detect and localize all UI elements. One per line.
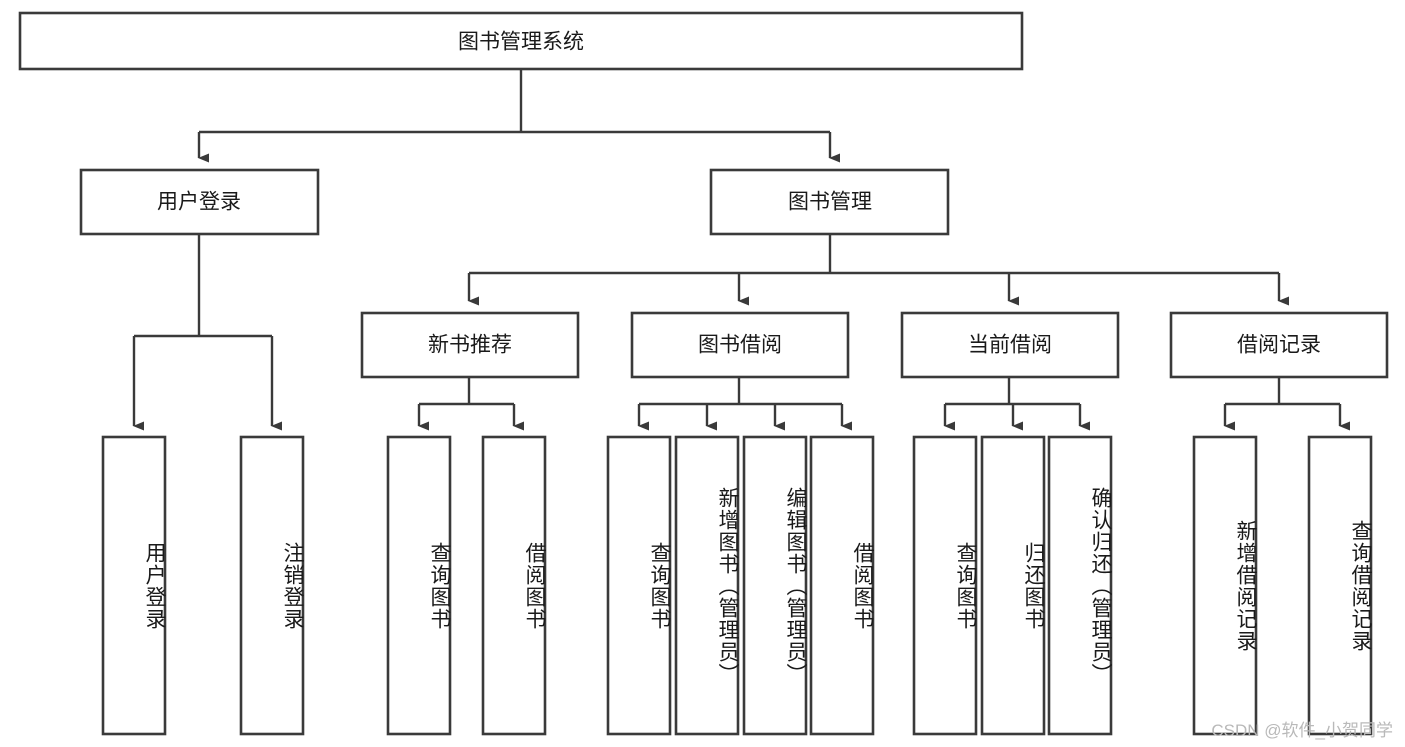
node-leaf-book-borrow-3-box[interactable] — [809, 435, 875, 736]
node-leaf-user-login-0-box[interactable] — [101, 435, 167, 736]
node-leaf-borrow-record-0-box[interactable] — [1192, 435, 1258, 736]
node-leaf-borrow-record-1-box[interactable] — [1307, 435, 1373, 736]
node-leaf-user-login-1-box[interactable] — [239, 435, 305, 736]
node-book-borrow-label: 图书借阅 — [698, 334, 782, 357]
node-leaf-new-book-0-box[interactable] — [386, 435, 452, 736]
node-current-borrow-label: 当前借阅 — [968, 334, 1052, 357]
node-borrow-record-label: 借阅记录 — [1237, 334, 1321, 357]
node-new-book-recommend-label: 新书推荐 — [428, 334, 512, 357]
watermark-text: CSDN @软件_小贺同学 — [1211, 721, 1393, 740]
node-root-box[interactable] — [18, 11, 1024, 71]
connector-group — [132, 69, 1350, 431]
node-leaf-book-borrow-0-box[interactable] — [606, 435, 672, 736]
node-leaf-new-book-1-box[interactable] — [481, 435, 547, 736]
node-book-borrow-box[interactable] — [630, 311, 850, 379]
node-new-book-recommend-box[interactable] — [360, 311, 580, 379]
node-leaf-book-borrow-2-box[interactable] — [742, 435, 808, 736]
node-root-label: 图书管理系统 — [458, 31, 584, 54]
node-leaf-current-borrow-0-box[interactable] — [912, 435, 978, 736]
node-book-manage-label: 图书管理 — [788, 191, 872, 214]
node-borrow-record-box[interactable] — [1169, 311, 1389, 379]
node-book-manage-box[interactable] — [709, 168, 950, 236]
node-leaf-current-borrow-1-box[interactable] — [980, 435, 1046, 736]
node-leaf-book-borrow-1-box[interactable] — [674, 435, 740, 736]
node-user-login-box[interactable] — [79, 168, 320, 236]
node-current-borrow-box[interactable] — [900, 311, 1120, 379]
node-user-login-label: 用户登录 — [157, 191, 241, 214]
node-leaf-current-borrow-2-box[interactable] — [1047, 435, 1113, 736]
node-group: 图书管理系统 用户登录 图书管理 新书推荐 图书借阅 当前借阅 借阅记录 — [18, 11, 1389, 736]
